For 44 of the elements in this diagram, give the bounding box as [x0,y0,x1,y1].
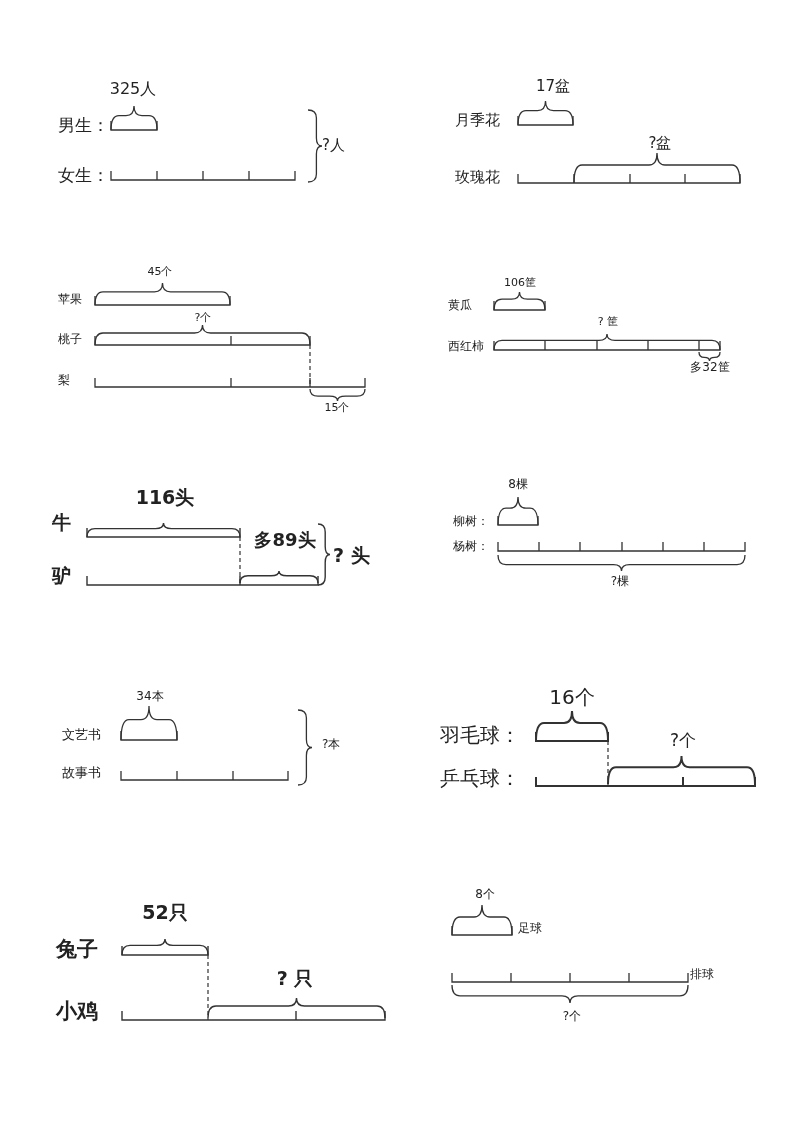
row-label: 男生： [58,115,109,135]
quantity-label: ?人 [322,136,345,154]
row-label: 柳树： [453,515,489,529]
quantity-label: 45个 [147,265,173,279]
quantity-label: 116头 [135,486,195,508]
quantity-label: 15个 [324,401,350,415]
row-label: 兔子 [56,938,98,962]
quantity-label: 325人 [109,80,157,98]
quantity-label: 106筐 [504,276,536,290]
row-label: 西红柿 [448,340,484,354]
quantity-label: 8个 [475,888,495,902]
quantity-label: 多32筐 [690,361,730,375]
quantity-label: 17盆 [535,77,571,95]
row-label: 黄瓜 [448,299,472,313]
quantity-label: 52只 [142,901,188,923]
quantity-label: 8棵 [508,478,528,492]
row-label: 月季花 [455,111,500,129]
quantity-label: ?盆 [648,134,672,152]
row-label: 足球 [518,922,542,936]
quantity-label: ?个 [194,311,212,325]
row-label: 牛 [52,511,71,533]
quantity-label: ? 头 [333,544,370,566]
quantity-label: 16个 [549,686,595,708]
quantity-label: ?个 [562,1010,582,1024]
quantity-label: ?个 [670,730,696,750]
row-label: 梨 [58,374,70,388]
row-label: 排球 [690,968,714,982]
row-label: 故事书 [62,765,101,781]
row-label: 女生： [58,165,109,185]
quantity-label: 34本 [136,690,164,704]
row-label: 羽毛球： [440,724,520,746]
quantity-label: ? 筐 [597,315,619,329]
quantity-label: ?本 [322,738,341,752]
row-label: 小鸡 [56,1000,98,1024]
row-label: 乒乓球： [440,767,520,789]
row-label: 苹果 [58,293,82,307]
row-label: 驴 [52,564,71,586]
row-label: 杨树： [453,540,489,554]
quantity-label: 多89头 [254,530,316,550]
quantity-label: ?棵 [610,575,630,589]
row-label: 文艺书 [62,727,101,743]
row-label: 玫瑰花 [455,168,500,186]
quantity-label: ? 只 [276,967,314,989]
row-label: 桃子 [58,333,82,347]
